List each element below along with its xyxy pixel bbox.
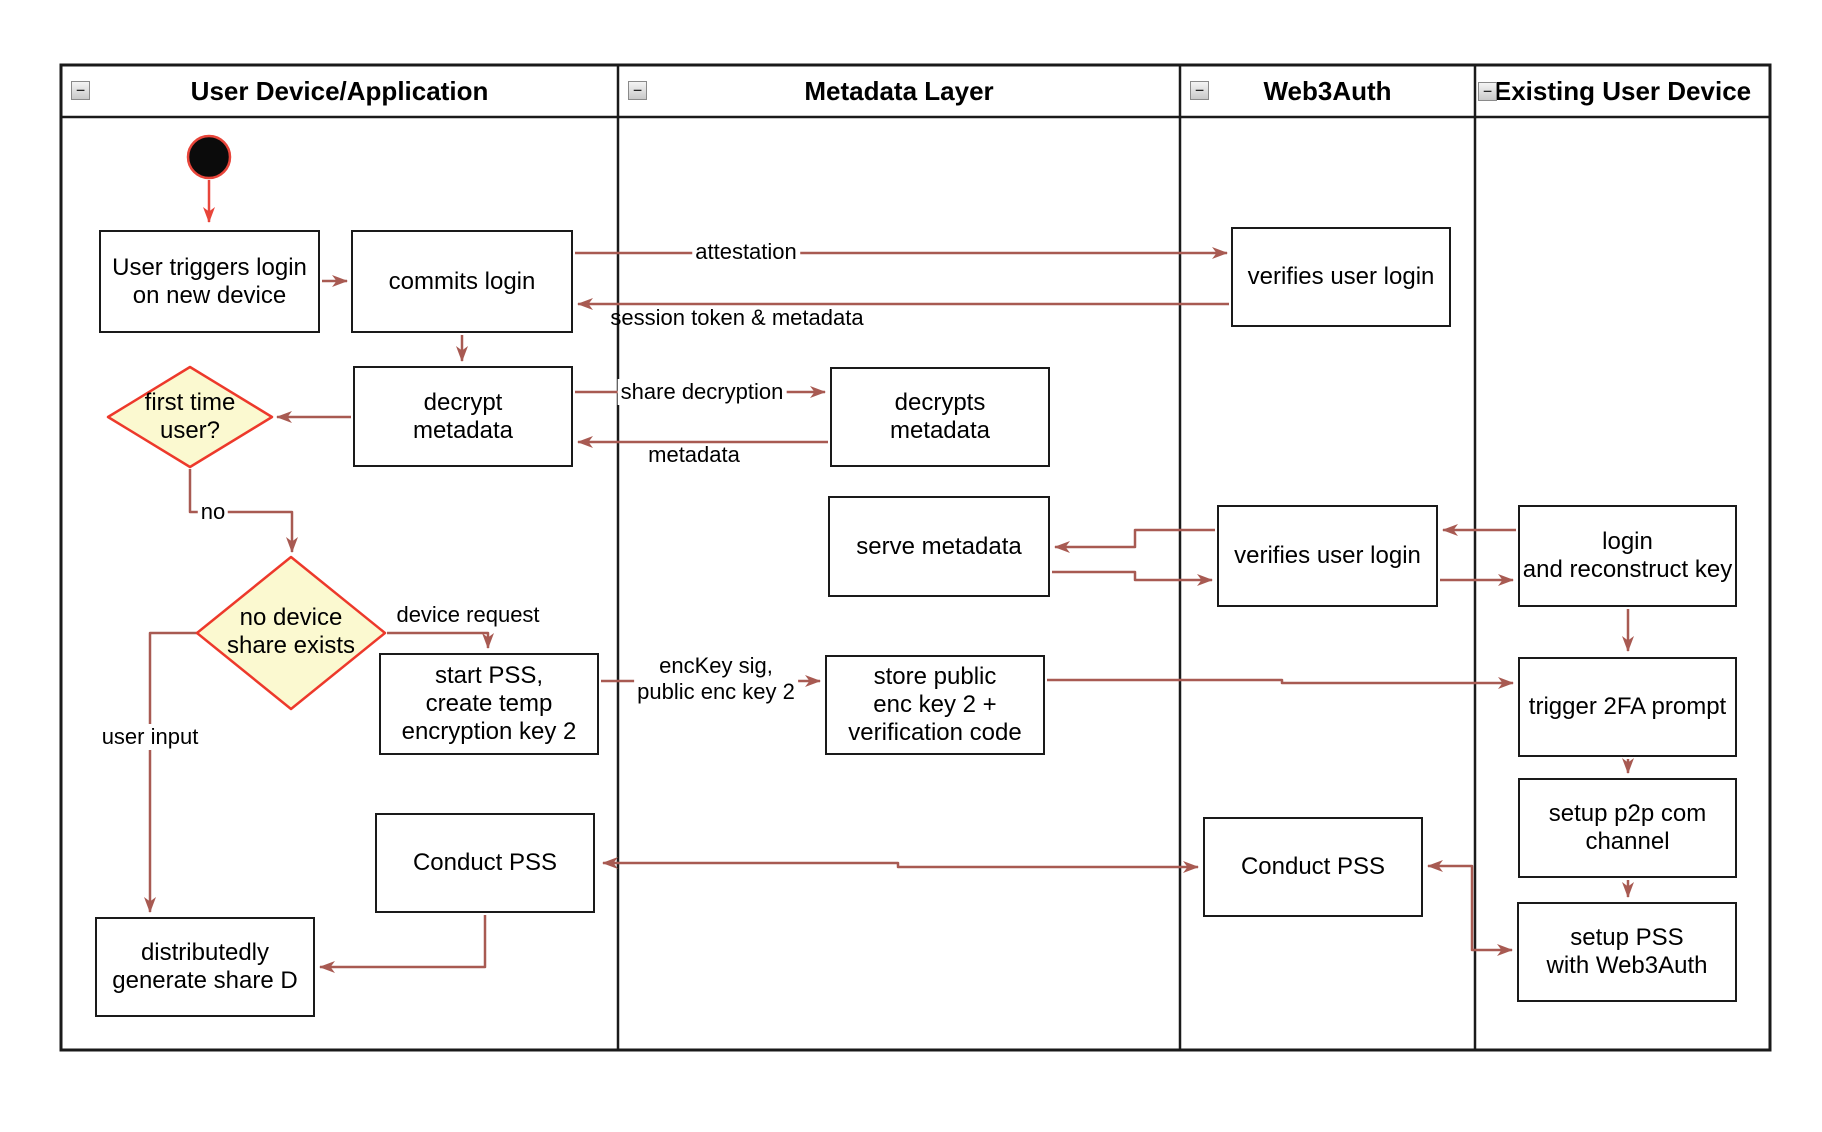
edge-label-enckey: encKey sig, public enc key 2 [634, 653, 798, 705]
lane-title: Existing User Device [1493, 75, 1752, 106]
edge-label-attestation: attestation [692, 239, 800, 265]
minus-icon: − [632, 81, 643, 99]
lane-header-existing-device: Existing User Device [1475, 65, 1770, 117]
node-start-pss: start PSS, create temp encryption key 2 [379, 653, 599, 755]
edge-label-share-decryption: share decryption [617, 379, 787, 405]
minus-icon: − [1194, 81, 1205, 99]
shape-layer [106, 134, 387, 711]
node-distributedly-generate: distributedly generate share D [95, 917, 315, 1017]
node-store-public-enc-key: store public enc key 2 + verification co… [825, 655, 1045, 755]
edge-conduct-to-distributedly [319, 915, 487, 973]
node-verifies-user-login-1: verifies user login [1231, 227, 1451, 327]
decision-no-device-share [195, 555, 387, 711]
edge-label-user-input: user input [98, 724, 202, 750]
node-setup-p2p: setup p2p com channel [1518, 778, 1737, 878]
edge-label-session-token: session token & metadata [610, 305, 864, 330]
edge-label-device-request: device request [396, 602, 540, 627]
collapse-lane-button[interactable]: − [1190, 81, 1209, 100]
lane-header-user-device: User Device/Application [61, 65, 618, 117]
collapse-lane-button[interactable]: − [1478, 82, 1497, 101]
lane-title: Metadata Layer [804, 75, 994, 106]
lane-title: Web3Auth [1263, 75, 1392, 106]
node-user-triggers-login: User triggers login on new device [99, 230, 320, 333]
decision-text-no-device-share: no device share exists [226, 604, 356, 659]
edge-no-branch [188, 469, 298, 553]
collapse-lane-button[interactable]: − [628, 81, 647, 100]
edge-serve-to-verifies2 [1052, 570, 1213, 586]
edge-store-to-2fa [1047, 677, 1514, 689]
node-verifies-user-login-2: verifies user login [1217, 505, 1438, 607]
node-serve-metadata: serve metadata [828, 496, 1050, 597]
edge-user-input [144, 631, 197, 913]
edge-label-no: no [197, 499, 229, 525]
node-conduct-pss-web3auth: Conduct PSS [1203, 817, 1423, 917]
edge-label-metadata: metadata [648, 442, 740, 467]
node-login-reconstruct-key: login and reconstruct key [1518, 505, 1737, 607]
node-conduct-pss-user: Conduct PSS [375, 813, 595, 913]
decision-text-first-time: first time user? [144, 389, 236, 444]
collapse-lane-button[interactable]: − [71, 81, 90, 100]
decision-first-time-user [106, 365, 274, 469]
start-node [186, 134, 232, 180]
node-setup-pss-web3auth: setup PSS with Web3Auth [1517, 902, 1737, 1002]
minus-icon: − [75, 81, 86, 99]
node-trigger-2fa: trigger 2FA prompt [1518, 657, 1737, 757]
edge-conduct-pss-link [602, 857, 1199, 873]
edge-device-request [387, 631, 494, 649]
node-decrypt-metadata: decrypt metadata [353, 366, 573, 467]
node-commits-login: commits login [351, 230, 573, 333]
lane-header-metadata-layer: Metadata Layer [618, 65, 1180, 117]
edge-setup-pss-conduct-link [1427, 860, 1513, 956]
edge-verifies2-to-serve [1054, 528, 1215, 553]
lane-header-web3auth: Web3Auth [1180, 65, 1475, 117]
node-decrypts-metadata: decrypts metadata [830, 367, 1050, 467]
lane-title: User Device/Application [190, 75, 489, 106]
minus-icon: − [1482, 82, 1493, 100]
connectors [144, 180, 1634, 973]
